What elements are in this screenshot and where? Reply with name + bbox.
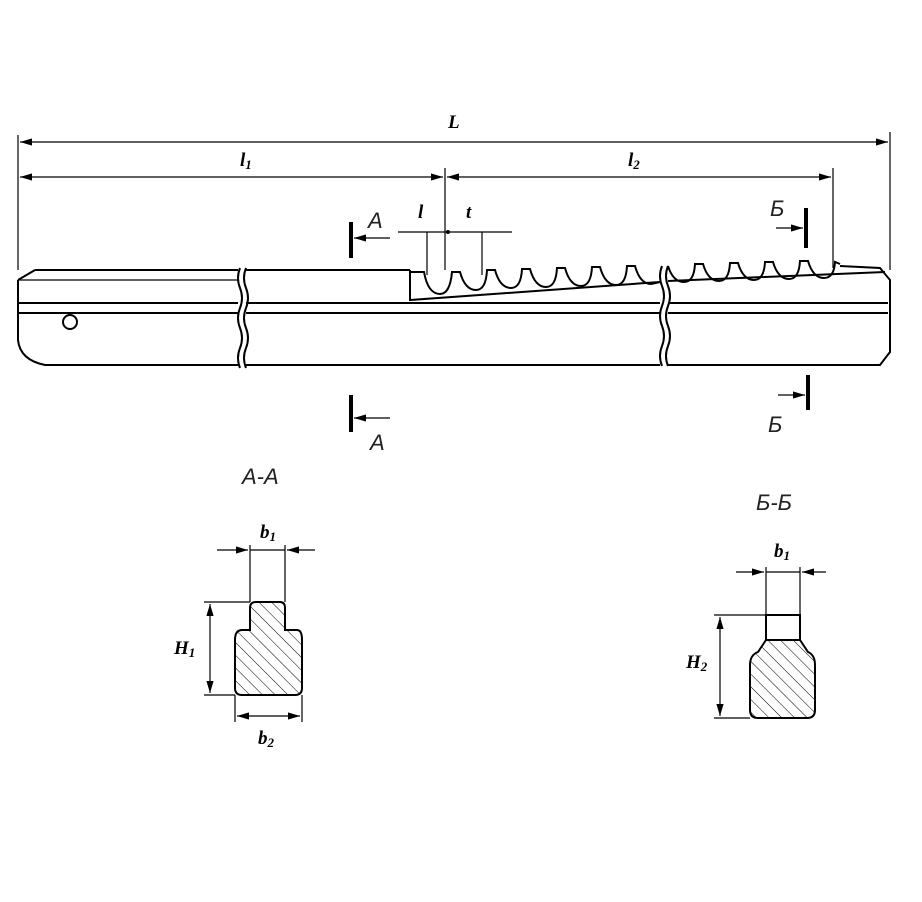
section-letter-b-bottom: Б: [768, 412, 782, 437]
section-letter-a-bottom: A: [368, 430, 385, 455]
section-letter-b-top: Б: [770, 196, 784, 221]
section-mark-a-top: [349, 222, 390, 258]
dim-b1-aa: b1: [260, 522, 276, 544]
section-mark-b-bottom: [778, 375, 810, 410]
broach-body: [17, 260, 891, 369]
section-title-bb: Б-Б: [756, 490, 792, 515]
section-title-aa: А-А: [240, 464, 279, 489]
dim-l: l: [418, 202, 424, 223]
dimension-lines: [17, 132, 891, 275]
section-mark-a-bottom: [349, 395, 390, 432]
dim-l1: l1: [240, 150, 252, 172]
dim-b2: b2: [258, 728, 275, 750]
section-aa-profile: [204, 545, 315, 722]
dim-H2: H2: [685, 652, 708, 674]
dim-t: t: [466, 202, 472, 223]
dim-L: L: [447, 112, 460, 133]
section-mark-b-top: [776, 208, 808, 248]
dim-H1: H1: [173, 638, 195, 660]
dim-b1-bb: b1: [774, 541, 790, 563]
section-letter-a-top: A: [366, 208, 383, 233]
dim-l2: l2: [628, 150, 640, 172]
section-bb-profile: [714, 567, 826, 719]
